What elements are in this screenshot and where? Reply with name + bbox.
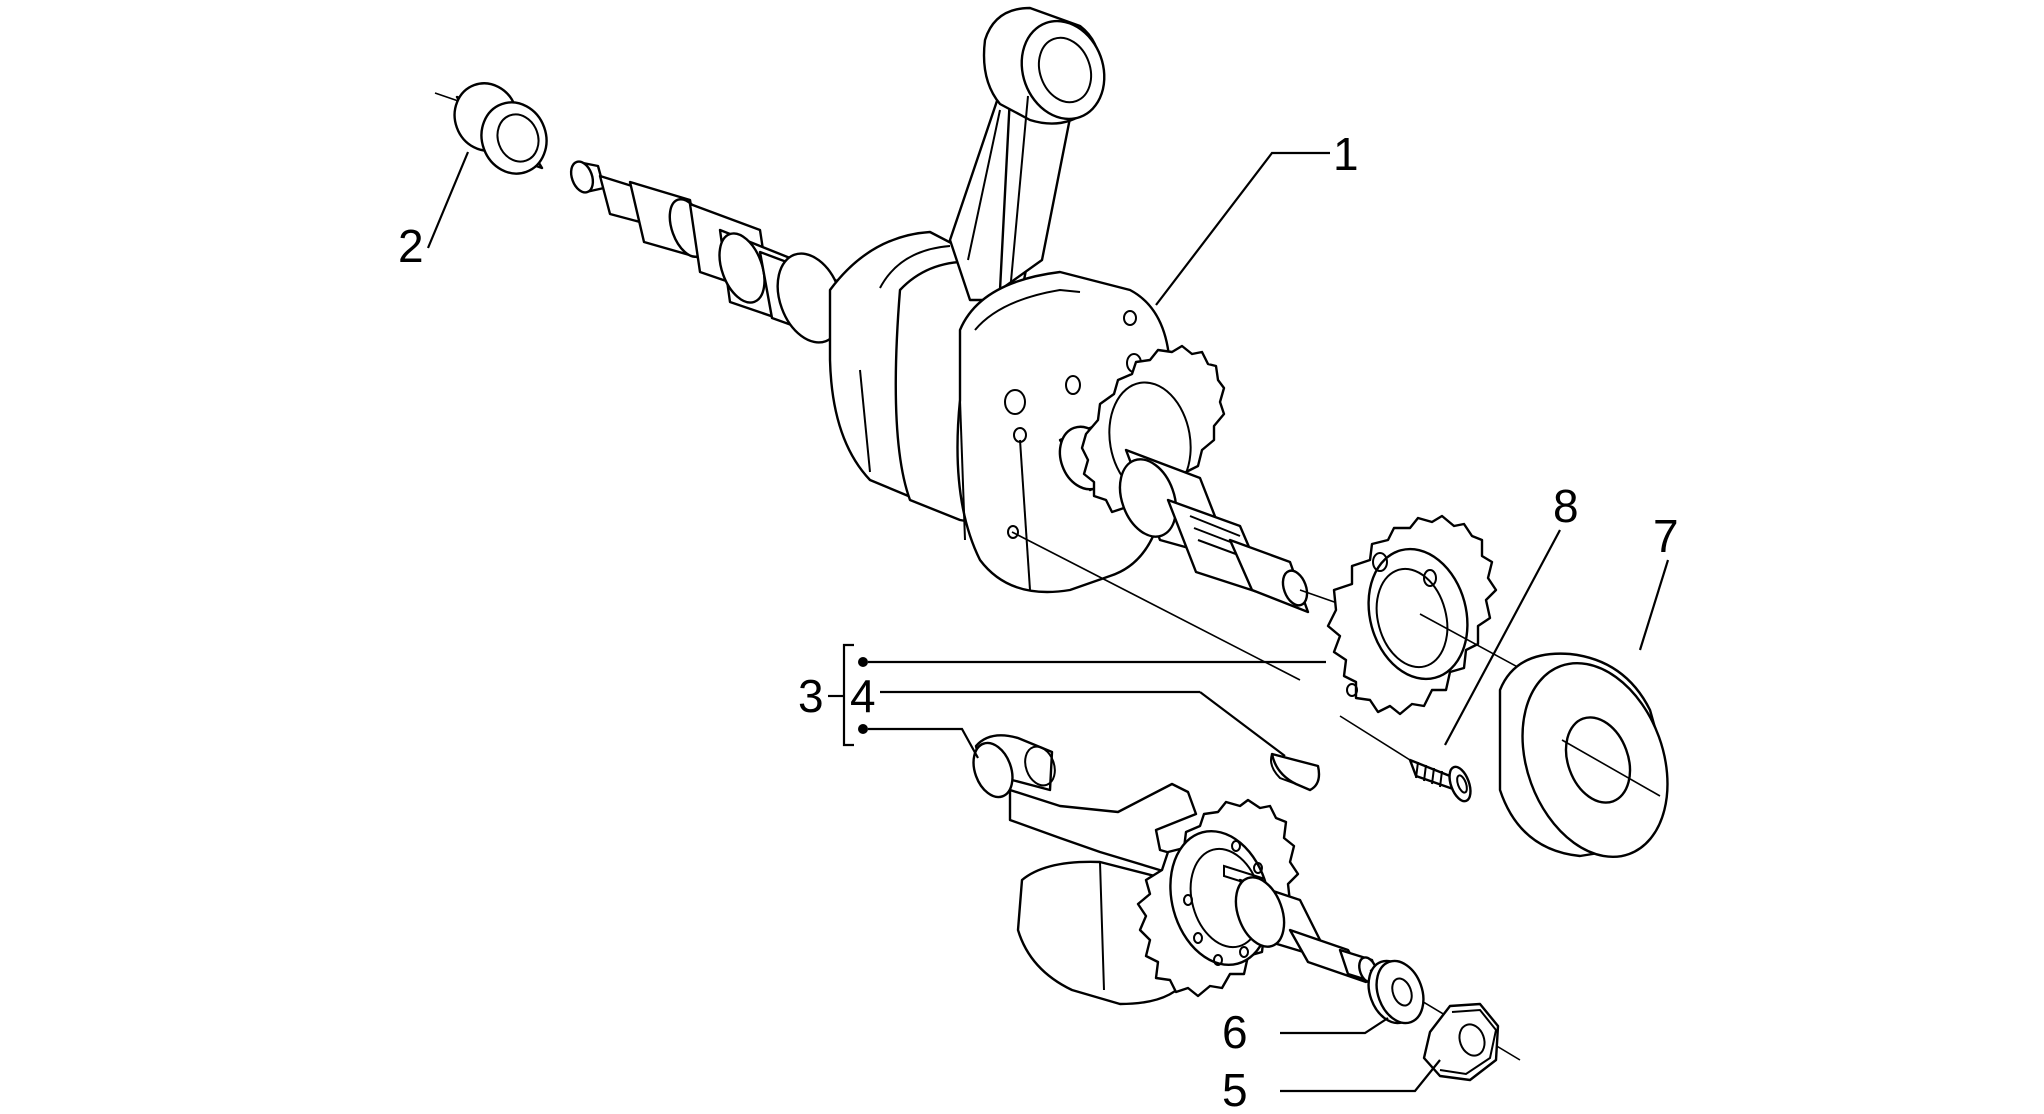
leader-lines xyxy=(426,151,1670,1093)
callout-5: 5 xyxy=(1222,1064,1248,1109)
leader-1 xyxy=(1155,151,1330,306)
callouts: 1 2 3 4 5 6 7 8 xyxy=(398,128,1679,1114)
callout-4: 4 xyxy=(850,670,876,722)
part-8-screw xyxy=(1339,715,1472,803)
callout-6: 6 xyxy=(1222,1006,1248,1058)
sprocket-gear xyxy=(1326,514,1561,716)
group-bracket-3 xyxy=(842,643,854,747)
leader-2 xyxy=(426,151,470,249)
balance-shaft xyxy=(972,734,1521,1061)
callout-8: 8 xyxy=(1553,480,1579,532)
part-7-washer xyxy=(1498,652,1669,859)
part-6-washer xyxy=(1367,959,1425,1025)
leader-7 xyxy=(1638,559,1670,651)
callout-7: 7 xyxy=(1653,510,1679,562)
callout-3: 3 xyxy=(798,670,824,722)
leader-5 xyxy=(1280,1059,1441,1093)
leader-8 xyxy=(1444,529,1561,746)
part-1-crankshaft xyxy=(569,6,1341,681)
part-5-nut xyxy=(1422,1002,1500,1082)
callout-1: 1 xyxy=(1333,128,1359,180)
callout-2: 2 xyxy=(398,220,424,272)
part-2-bushing xyxy=(434,82,548,175)
part-4-key xyxy=(1270,752,1321,792)
leader-6 xyxy=(1280,1017,1389,1035)
